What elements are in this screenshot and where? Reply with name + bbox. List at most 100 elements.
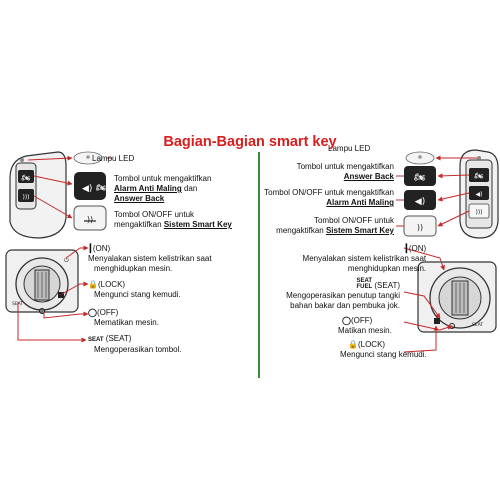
right-seat-arrow [403, 291, 441, 319]
left-lock-caption: 🔒(LOCK) Mengunci stang kemudi. [88, 280, 181, 300]
left-lock-label: (LOCK) [97, 280, 126, 289]
svg-text:🏍: 🏍 [414, 173, 426, 183]
svg-text:◀): ◀) [82, 184, 92, 194]
left-lock-desc: Mengunci stang kemudi. [94, 290, 181, 299]
left-off-desc: Mematikan mesin. [94, 318, 159, 327]
right-on-label-row: ┃(ON) [270, 244, 426, 254]
right-off-desc: Matikan mesin. [338, 326, 392, 335]
left-seat-caption: SEAT (SEAT) Mengoperasikan tombol. [88, 334, 182, 355]
right-on-icon: ┃ [404, 244, 409, 253]
svg-text:)): )) [87, 215, 93, 224]
left-off-label: (OFF) [96, 308, 119, 317]
left-alarm-arrow [33, 175, 73, 186]
left-seat-desc: Mengoperasikan tombol. [94, 345, 182, 354]
left-on-label: (ON) [92, 244, 111, 253]
right-smartkey-line2: mengaktifkan Sistem Smart Key [276, 226, 394, 236]
right-lock-label-row: 🔒(LOCK) [340, 340, 427, 350]
panel-divider [258, 152, 260, 378]
right-onoff-arrow [437, 210, 470, 227]
right-ignition-switch: SEAT [417, 261, 497, 333]
left-alarm-suffix: dan [181, 184, 198, 193]
right-off-circle-icon: ◯ [342, 316, 351, 325]
left-ignition-switch: ⏻ SEAT [5, 249, 79, 314]
lock-icon: 🔒 [88, 280, 98, 289]
right-off-caption: ◯(OFF) Matikan mesin. [338, 316, 392, 336]
right-on-desc-1: Menyalakan sistem kelistrikan saat [302, 254, 427, 263]
svg-text:⏻: ⏻ [64, 257, 69, 264]
left-alarm-line2: Alarm Anti Maling dan [114, 184, 211, 194]
svg-text:🏍: 🏍 [22, 174, 31, 182]
left-onoff-line1: Tombol ON/OFF untuk [114, 210, 195, 219]
right-onoff-button-zoom-icon: )) [403, 215, 437, 237]
left-seat-label: (SEAT) [103, 334, 132, 343]
right-seat-desc-2: bahan bakar dan pembuka jok. [290, 301, 400, 310]
left-led-zoom-icon [73, 151, 103, 165]
right-seat-label: (SEAT) [372, 281, 400, 290]
svg-text:)): )) [417, 223, 423, 232]
right-smartkey-line1: Tombol ON/OFF untuk [313, 216, 394, 225]
left-led-dot [20, 158, 24, 162]
left-alarm-line1: Tombol untuk mengaktifkan [114, 174, 212, 183]
left-on-caption: ┃(ON) Menyalakan sistem kelistrikan saat… [88, 244, 212, 274]
svg-text:🏍: 🏍 [96, 183, 107, 192]
right-lock-desc: Mengunci stang kemudi. [340, 350, 427, 359]
off-circle-icon: ◯ [88, 308, 97, 317]
right-smartkey-line2-pre: mengaktifkan [276, 226, 326, 235]
left-on-desc-1: Menyalakan sistem kelistrikan saat [88, 254, 212, 263]
right-led-label: Lampu LED [328, 144, 371, 153]
left-onoff-line2: mengaktifkan Sistem Smart Key [114, 220, 232, 230]
left-smartkey-name: Sistem Smart Key [163, 220, 232, 229]
right-alarm-line1: Tombol ON/OFF untuk mengaktifkan [264, 188, 394, 197]
right-lock-arrow [403, 325, 439, 353]
right-on-caption: ┃(ON) Menyalakan sistem kelistrikan saat… [270, 244, 427, 274]
right-off-label: (OFF) [350, 316, 373, 325]
left-on-arrow [65, 245, 89, 259]
left-onoff-arrow [33, 195, 73, 219]
right-seat-desc-1: Mengoperasikan penutup tangki [286, 291, 400, 300]
left-lock-label-row: 🔒(LOCK) [88, 280, 181, 290]
right-alarm-arrow [437, 192, 470, 202]
right-smart-key-fob: 🏍 ◀) ))) [459, 149, 499, 239]
left-seat-bold: SEAT [88, 337, 104, 343]
left-alarm-name: Alarm Anti Maling [114, 184, 182, 193]
svg-text:◀): ◀) [476, 191, 483, 198]
right-lock-icon: 🔒 [348, 340, 358, 349]
right-answerback-arrow [437, 173, 470, 179]
right-smartkey-caption: Tombol ON/OFF untuk mengaktifkan Sistem … [276, 216, 394, 236]
left-on-label-row: ┃(ON) [88, 244, 212, 254]
left-onoff-button-zoom-icon: )) [73, 205, 107, 231]
right-answerback-name: Answer Back [343, 172, 394, 181]
right-answerback-caption: Tombol untuk mengaktifkan Answer Back [297, 162, 394, 182]
left-smart-key-fob: 🏍 ))) [9, 151, 67, 239]
left-led-label: Lampu LED [92, 154, 135, 163]
right-smartkey-name: Sistem Smart Key [325, 226, 394, 235]
right-alarm-button-zoom-icon: ◀) [404, 190, 436, 210]
right-answerback-button-zoom-icon: 🏍 [404, 166, 436, 186]
left-alarm-button-zoom-icon: ◀) 🏍 [74, 172, 107, 200]
left-off-caption: ◯(OFF) Mematikan mesin. [88, 308, 159, 328]
svg-text:))): ))) [22, 194, 29, 201]
right-answerback-line1: Tombol untuk mengaktifkan [296, 162, 394, 171]
right-on-desc-2: menghidupkan mesin. [347, 264, 427, 273]
svg-text:SEAT: SEAT [472, 322, 483, 328]
right-led-dot [477, 156, 481, 160]
page-title: Bagian-Bagian smart key [163, 134, 337, 150]
left-onoff-caption: Tombol ON/OFF untuk mengaktifkan Sistem … [114, 210, 232, 230]
left-onoff-line2-pre: mengaktifkan [114, 220, 164, 229]
right-seat-bold-1: SEAT [356, 278, 373, 284]
left-led-arrow [27, 155, 73, 161]
svg-text:))): ))) [475, 209, 482, 216]
right-off-label-row: ◯(OFF) [338, 316, 392, 326]
left-seat-label-row: SEAT (SEAT) [88, 334, 182, 345]
right-off-arrow [403, 321, 453, 331]
svg-text:◀): ◀) [415, 197, 425, 207]
left-off-label-row: ◯(OFF) [88, 308, 159, 318]
right-led-zoom-icon [405, 151, 435, 165]
right-lock-caption: 🔒(LOCK) Mengunci stang kemudi. [340, 340, 427, 360]
left-lock-arrow [61, 281, 89, 295]
left-on-desc-2: menghidupkan mesin. [94, 264, 173, 273]
right-alarm-name: Alarm Anti Maling [326, 198, 394, 207]
right-on-label: (ON) [408, 244, 427, 253]
